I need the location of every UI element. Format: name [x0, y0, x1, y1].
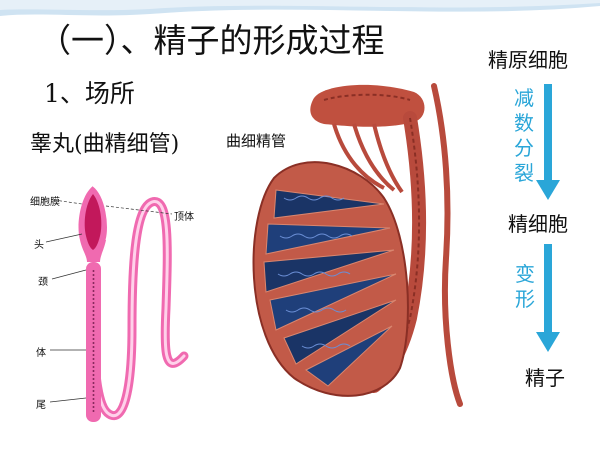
flow-end: 精子 [525, 366, 565, 390]
arrow-down-icon [536, 244, 560, 352]
label-head: 头 [34, 240, 44, 251]
section-heading: 1、场所 [44, 79, 135, 108]
sperm-diagram: 细胞膜 顶体 头 颈 体 尾 [24, 178, 214, 440]
label-tail: 尾 [36, 400, 46, 411]
step2-label: 变形 [515, 262, 535, 311]
slide-title: （一）、精子的形成过程 [38, 21, 385, 60]
organ-label: 睾丸(曲精细管) [30, 132, 180, 157]
top-wave-band [0, 0, 600, 16]
label-acrosome: 顶体 [174, 212, 194, 223]
sperm-illustration [45, 185, 189, 422]
step1-label: 减数分裂 [514, 86, 534, 185]
label-cell-membrane: 细胞膜 [30, 197, 60, 208]
flow-start: 精原细胞 [488, 48, 568, 72]
arrow-down-icon [536, 84, 560, 200]
label-neck: 颈 [38, 277, 48, 288]
seminiferous-tubule-label: 曲细精管 [226, 130, 287, 151]
label-body: 体 [36, 348, 46, 359]
testis-illustration [252, 83, 463, 407]
flow-mid: 精细胞 [508, 212, 568, 236]
